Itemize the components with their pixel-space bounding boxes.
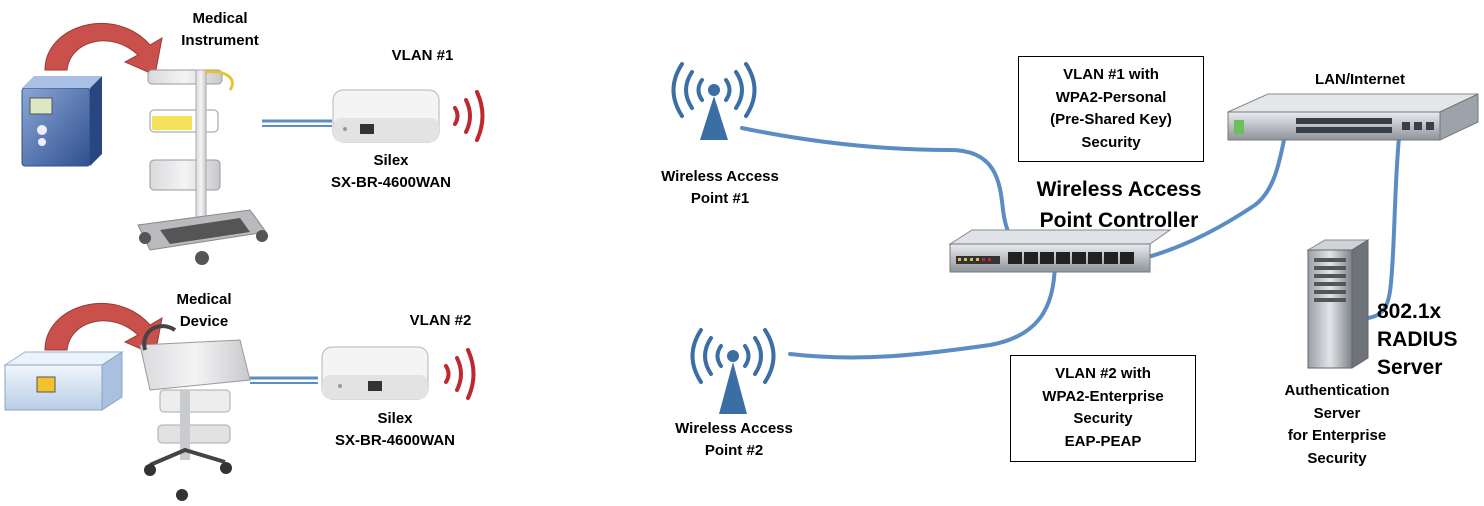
wifi-waves-red-icon-1	[453, 90, 485, 142]
radius-server-icon	[1306, 239, 1370, 369]
box-line: Security	[1081, 133, 1141, 151]
box-line: VLAN #1 with	[1063, 66, 1159, 83]
label-line: Server	[1377, 356, 1443, 379]
curved-arrow-icon	[44, 303, 163, 356]
label-line: SX-BR-4600WAN	[330, 174, 452, 191]
medical-device-label: Medical Device	[162, 289, 246, 333]
silex-bridge-2-icon	[321, 346, 429, 400]
vlan2-security-box: VLAN #2 with WPA2-Enterprise Security EA…	[1010, 355, 1196, 462]
box-line: EAP-PEAP	[1064, 432, 1142, 450]
network-cables	[740, 126, 1402, 360]
box-line: VLAN #2 with	[1055, 365, 1151, 382]
box-line: Security	[1073, 410, 1133, 427]
label-line: SX-BR-4600WAN	[334, 432, 456, 449]
medical-device-box-icon	[3, 351, 124, 411]
label-line: Medical	[192, 10, 248, 27]
box-line: WPA2-Personal	[1055, 88, 1167, 106]
label-line: Point Controller	[1039, 209, 1199, 232]
access-point-1-icon	[671, 62, 757, 140]
controller-label: Wireless Access Point Controller	[1028, 174, 1210, 236]
label-line: Wireless Access	[675, 420, 793, 437]
label-line: Authentication	[1284, 382, 1390, 399]
cable-controller-lan	[1143, 128, 1288, 260]
vlan1-security-box: VLAN #1 with WPA2-Personal (Pre-Shared K…	[1018, 56, 1204, 162]
lan-switch-icon	[1227, 93, 1479, 141]
label-line: for Enterprise	[1287, 427, 1387, 444]
label-line: Device	[179, 313, 229, 330]
label-line: Instrument	[181, 32, 259, 49]
label-line: Silex	[373, 152, 409, 169]
label-line: Security	[1307, 449, 1367, 467]
access-point-1-label: Wireless Access Point #1	[650, 166, 790, 210]
medical-device-group	[3, 303, 476, 501]
silex-bridge-1-label: Silex SX-BR-4600WAN	[316, 150, 466, 194]
controller-switch-icon	[948, 229, 1172, 273]
label-line: Server	[1313, 404, 1361, 422]
access-point-2-label: Wireless Access Point #2	[664, 418, 804, 462]
label-line: RADIUS	[1377, 328, 1458, 351]
curved-arrow-icon	[44, 23, 163, 76]
label-line: Point #1	[690, 190, 750, 207]
auth-server-label: Authentication Server for Enterprise Sec…	[1262, 380, 1412, 470]
vlan2-label: VLAN #2	[409, 312, 472, 329]
silex-bridge-1-icon	[332, 89, 440, 143]
radius-server-label: 802.1x RADIUS Server	[1377, 298, 1477, 382]
cable-lan-server	[1366, 126, 1402, 320]
cable-ap1-controller	[740, 126, 1024, 257]
box-line: WPA2-Enterprise	[1042, 387, 1164, 405]
label-line: Wireless Access	[1036, 178, 1202, 201]
medical-cart-icon	[137, 69, 268, 265]
medical-instrument-icon	[21, 76, 102, 167]
medical-instrument-group	[21, 23, 485, 265]
cable-ap2-controller	[788, 256, 1057, 360]
label-line: Silex	[377, 410, 413, 427]
lan-internet-label: LAN/Internet	[1315, 71, 1405, 88]
vlan1-label: VLAN #1	[391, 47, 454, 64]
device-cart-icon	[139, 324, 251, 501]
wifi-waves-red-icon-2	[444, 348, 476, 400]
label-line: Point #2	[704, 442, 764, 459]
silex-bridge-2-label: Silex SX-BR-4600WAN	[315, 408, 475, 452]
medical-instrument-label: Medical Instrument	[178, 8, 262, 52]
label-line: 802.1x	[1377, 300, 1442, 323]
label-line: Medical	[176, 291, 232, 308]
box-line: (Pre-Shared Key)	[1050, 111, 1172, 128]
label-line: Wireless Access	[661, 168, 779, 185]
access-point-2-icon	[690, 328, 776, 414]
